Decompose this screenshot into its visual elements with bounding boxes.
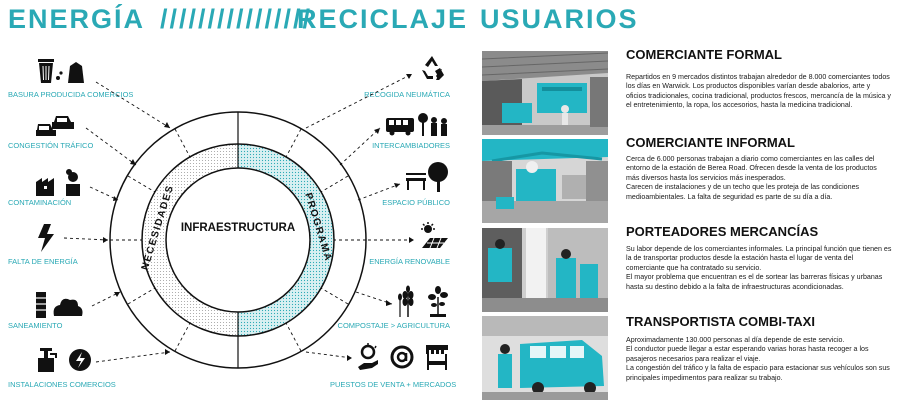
left-label-4: SANEAMIENTO — [8, 321, 63, 330]
left-arrowheads — [103, 122, 170, 355]
bus-icon — [386, 113, 447, 136]
photo-combi-taxi — [482, 316, 608, 400]
recycle-icon — [422, 56, 444, 80]
left-label-1: CONGESTIÓN TRÁFICO — [8, 141, 94, 150]
plant-icon — [428, 286, 448, 317]
bench-tree-icon — [406, 162, 448, 192]
section-title-porters: PORTEADORES MERCANCÍAS — [626, 224, 819, 239]
lightning-icon — [38, 224, 54, 252]
section-title-informal: COMERCIANTE INFORMAL — [626, 135, 795, 150]
header-energia: ENERGÍA — [8, 4, 146, 34]
left-arrows — [63, 81, 171, 363]
header-usuarios: USUARIOS — [480, 4, 639, 34]
section-body-porters: Su labor depende de los comerciantes inf… — [626, 245, 892, 292]
trash-bin-icon — [38, 59, 84, 83]
section-paragraph: Aproximadamente 130.000 personas al día … — [626, 336, 845, 344]
section-paragraph: La congestión del tráfico y la falta de … — [626, 364, 890, 382]
solar-panel-icon — [421, 222, 448, 249]
section-paragraph: Cerca de 6.000 personas trabajan a diari… — [626, 155, 877, 182]
garbage-bag-icon — [68, 62, 84, 83]
section-paragraph: El conductor puede llegar a estar espera… — [626, 345, 869, 363]
right-label-5: PUESTOS DE VENTA + MERCADOS — [330, 380, 457, 389]
diagram-center-label: INFRAESTRUCTURA — [180, 222, 296, 234]
program-band — [238, 144, 334, 336]
section-title-formal: COMERCIANTE FORMAL — [626, 47, 782, 62]
right-arrowheads — [347, 74, 414, 361]
right-label-1: INTERCAMBIADORES — [372, 141, 450, 150]
section-title-combi-taxi: TRANSPORTISTA COMBI-TAXI — [626, 314, 815, 329]
left-label-0: BASURA PRODUCIDA COMERCIOS — [8, 90, 134, 99]
sewage-icon — [36, 292, 83, 318]
right-label-4: COMPOSTAJE > AGRICULTURA — [337, 321, 450, 330]
header-slashes: //////////////// — [160, 4, 313, 34]
section-body-combi-taxi: Aproximadamente 130.000 personas al día … — [626, 336, 892, 383]
market-stall-icon — [426, 345, 448, 370]
needs-band — [142, 144, 238, 336]
section-paragraph: Su labor depende de los comerciantes inf… — [626, 245, 892, 272]
factory-smoke-icon — [36, 169, 80, 196]
header-reciclaje: RECICLAJE — [297, 4, 469, 34]
left-label-2: CONTAMINACIÓN — [8, 198, 72, 207]
ring-diagram — [63, 73, 414, 369]
right-label-0: RECOGIDA NEUMÁTICA — [364, 90, 450, 99]
left-label-3: FALTA DE ENERGÍA — [8, 257, 78, 266]
right-label-3: ENERGÍA RENOVABLE — [369, 257, 450, 266]
left-label-5: INSTALACIONES COMERCIOS — [8, 380, 116, 389]
inner-circle — [165, 167, 311, 313]
section-paragraph: Repartidos en 9 mercados distintos traba… — [626, 73, 891, 110]
radial-dashes — [110, 112, 366, 368]
bus-stop-icon — [422, 116, 424, 136]
cars-traffic-icon — [36, 116, 74, 136]
hand-coin-icon — [358, 343, 448, 370]
right-label-2: ESPACIO PÚBLICO — [382, 198, 450, 207]
photo-informal-traders — [482, 139, 608, 223]
photo-porters — [482, 228, 608, 312]
section-paragraph: Carecen de instalaciones y de un techo q… — [626, 183, 860, 201]
wheat-icon — [398, 285, 448, 317]
at-icon — [390, 345, 414, 369]
section-body-informal: Cerca de 6.000 personas trabajan a diari… — [626, 155, 892, 202]
section-paragraph: El mayor problema que encuentran es el d… — [626, 273, 883, 291]
water-tap-icon — [38, 348, 91, 372]
photo-formal-market — [482, 51, 608, 135]
section-body-formal: Repartidos en 9 mercados distintos traba… — [626, 73, 892, 111]
